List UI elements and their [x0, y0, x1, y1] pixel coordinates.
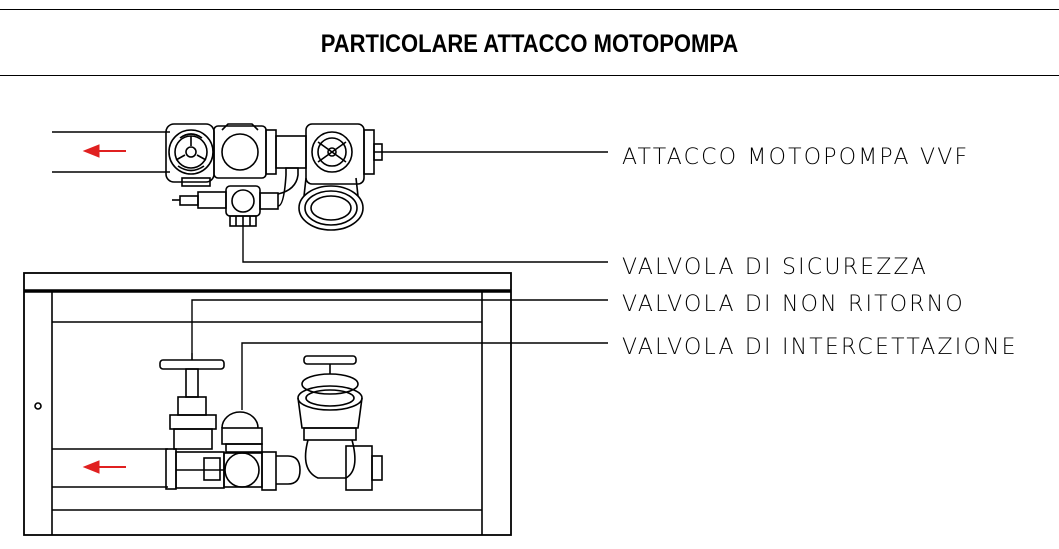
top-assembly — [52, 123, 383, 231]
leader-sicurezza — [242, 226, 608, 263]
cabinet — [23, 272, 512, 536]
cabinet-outline — [23, 272, 512, 536]
label-valvola-sicurezza: VALVOLA DI SICUREZZA — [622, 255, 928, 280]
front-gate-valve — [159, 353, 225, 490]
front-inlet-connection — [297, 355, 383, 491]
top-handwheel-left — [168, 129, 214, 175]
top-inlet-coupling — [298, 177, 364, 231]
title-bar — [0, 9, 1059, 76]
front-check-valve — [221, 411, 301, 491]
front-assembly — [52, 353, 383, 491]
top-handwheel-right — [311, 131, 353, 173]
top-end-flange — [363, 129, 375, 175]
top-safety-valve — [172, 167, 299, 227]
label-valvola-non-ritorno: VALVOLA DI NON RITORNO — [622, 292, 965, 317]
front-flow-arrow — [82, 460, 126, 474]
label-attacco-motopompa: ATTACCO MOTOPOMPA VVF — [622, 145, 969, 170]
leader-intercettazione — [241, 342, 608, 410]
top-flange-a — [265, 129, 277, 175]
label-valvola-intercettazione: VALVOLA DI INTERCETTAZIONE — [622, 335, 1018, 360]
cabinet-lock — [34, 402, 42, 410]
page-title: PARTICOLARE ATTACCO MOTOPOMPA — [320, 30, 739, 58]
top-flow-arrow — [82, 144, 126, 158]
top-check-valve-cap — [221, 133, 259, 171]
leader-non-ritorno — [191, 299, 608, 353]
top-tee — [275, 135, 307, 169]
leader-lines — [191, 151, 608, 410]
